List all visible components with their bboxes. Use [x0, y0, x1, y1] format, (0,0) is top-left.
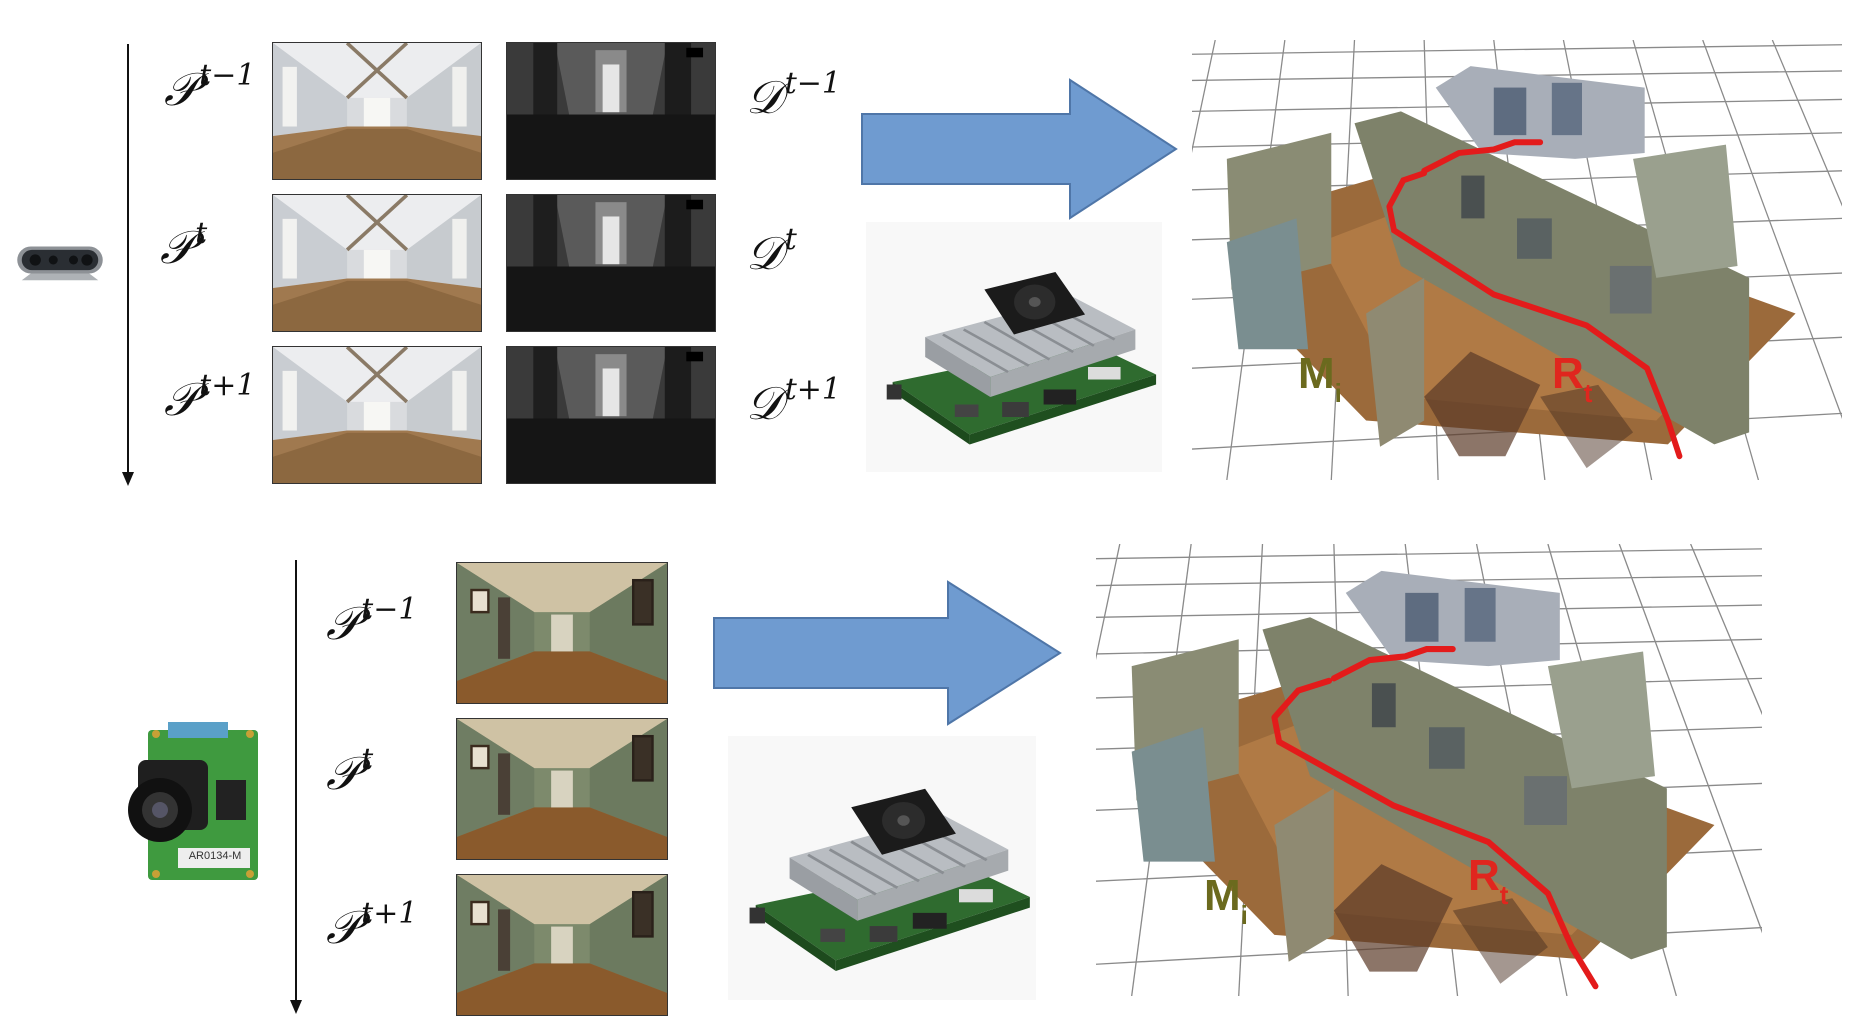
pose-label-t-plus-1: 𝒫t+1	[326, 896, 418, 954]
bottom-panel: AR0134-M 𝒫t−1 𝒫t 𝒫t+1 Mi Rt	[0, 500, 1862, 1033]
pose-label-t-minus-1: 𝒫t−1	[326, 592, 418, 650]
time-axis-arrow-bottom	[290, 560, 302, 1014]
pose-label-t-minus-1: 𝒫t−1	[164, 58, 256, 116]
pose-label-t-plus-1: 𝒫t+1	[164, 368, 256, 426]
compute-board-image	[728, 736, 1036, 1000]
point-cloud-map-top: Mi Rt	[1192, 40, 1842, 480]
rgb-frame-t-minus-1	[456, 562, 668, 704]
map-label: Mi	[1204, 871, 1248, 930]
rgb-frame-t-plus-1	[272, 346, 482, 484]
process-arrow-top	[861, 78, 1178, 220]
depth-camera-icon	[15, 236, 105, 284]
depth-frame-t-plus-1	[506, 346, 716, 484]
camera-module-model-text: AR0134-M	[188, 850, 242, 862]
pose-label-t: 𝒫t	[160, 216, 208, 274]
depth-frame-t	[506, 194, 716, 332]
compute-board-image	[866, 222, 1162, 472]
pose-label-t: 𝒫t	[326, 742, 374, 800]
point-cloud-map-bottom: Mi Rt	[1096, 544, 1762, 996]
depth-label-t: 𝒟t	[746, 222, 797, 280]
rgb-frame-t	[272, 194, 482, 332]
process-arrow-bottom	[713, 580, 1062, 726]
route-label: Rt	[1552, 349, 1593, 408]
time-axis-arrow	[122, 44, 134, 486]
rgb-frame-t	[456, 718, 668, 860]
map-label: Mi	[1298, 349, 1342, 408]
rgb-frame-t-minus-1	[272, 42, 482, 180]
camera-module-icon: AR0134-M	[108, 720, 268, 888]
route-label: Rt	[1468, 851, 1509, 910]
rgb-frame-t-plus-1	[456, 874, 668, 1016]
depth-label-t-plus-1: 𝒟t+1	[746, 372, 841, 430]
depth-label-t-minus-1: 𝒟t−1	[746, 66, 841, 124]
top-panel: 𝒫t−1 𝒫t 𝒫t+1 𝒟t−1 𝒟t 𝒟t+1 Mi Rt	[0, 0, 1862, 500]
depth-frame-t-minus-1	[506, 42, 716, 180]
